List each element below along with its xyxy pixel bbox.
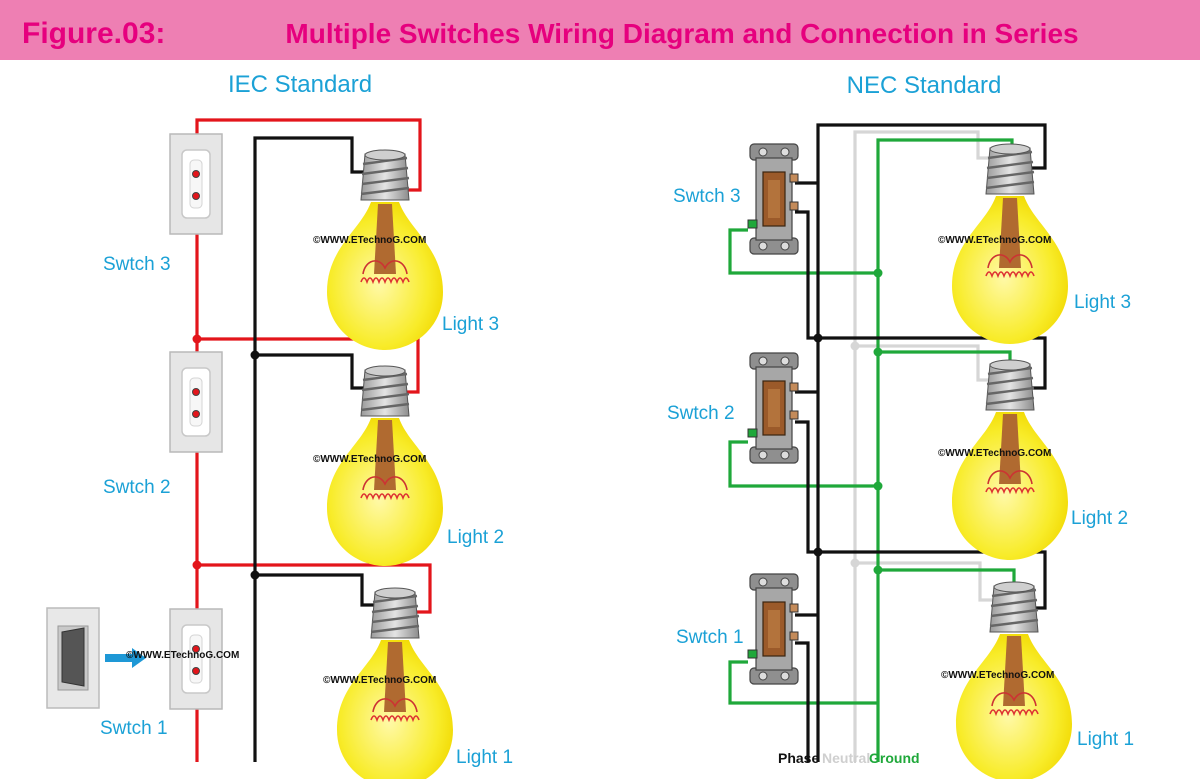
iec-switch-3[interactable] xyxy=(169,133,223,235)
iec-light-2-bulb-icon xyxy=(325,364,445,568)
figure-label: Figure.03: xyxy=(22,17,165,50)
iec-light-2-label: Light 2 xyxy=(447,527,504,548)
figure-title: Multiple Switches Wiring Diagram and Con… xyxy=(285,18,1078,49)
nec-light-2-bulb-icon xyxy=(950,358,1070,562)
iec-title: IEC Standard xyxy=(228,71,372,98)
iec-watermark-2: ©WWW.ETechnoG.COM xyxy=(313,454,426,465)
arrow-icon xyxy=(105,648,146,668)
iec-watermark-1: ©WWW.ETechnoG.COM xyxy=(323,675,436,686)
nec-junction-dots xyxy=(813,268,883,575)
nec-light-2-label: Light 2 xyxy=(1071,508,1128,529)
iec-phase-wire xyxy=(195,118,432,762)
nec-switch-2[interactable] xyxy=(747,352,799,464)
nec-switch-2-label: Swtch 2 xyxy=(667,403,735,424)
iec-watermark-switch: ©WWW.ETechnoG.COM xyxy=(126,650,239,661)
legend-neutral: Neutral xyxy=(822,750,870,766)
nec-title: NEC Standard xyxy=(847,72,1002,99)
header-band xyxy=(0,0,1200,60)
nec-watermark-1: ©WWW.ETechnoG.COM xyxy=(941,670,1054,681)
nec-watermark-2: ©WWW.ETechnoG.COM xyxy=(938,448,1051,459)
iec-switch-2-label: Swtch 2 xyxy=(103,477,171,498)
legend-phase: Phase xyxy=(778,750,819,766)
nec-watermark-3: ©WWW.ETechnoG.COM xyxy=(938,235,1051,246)
nec-switch-1-label: Swtch 1 xyxy=(676,627,744,648)
iec-switch-2[interactable] xyxy=(169,351,223,453)
iec-junction-dots xyxy=(192,334,260,580)
iec-watermark-3: ©WWW.ETechnoG.COM xyxy=(313,235,426,246)
nec-neutral-wire xyxy=(853,130,994,762)
nec-switch-1[interactable] xyxy=(747,573,799,685)
nec-switch-3-label: Swtch 3 xyxy=(673,186,741,207)
iec-light-3-bulb-icon xyxy=(325,148,445,352)
iec-switch-1-rocker[interactable] xyxy=(46,607,100,709)
nec-switch-3[interactable] xyxy=(747,143,799,255)
iec-light-1-label: Light 1 xyxy=(456,747,513,768)
legend-ground: Ground xyxy=(869,750,920,766)
iec-switch-1-label: Swtch 1 xyxy=(100,718,168,739)
nec-light-3-label: Light 3 xyxy=(1074,292,1131,313)
nec-light-1-label: Light 1 xyxy=(1077,729,1134,750)
iec-neutral-wire xyxy=(253,136,376,762)
iec-light-3-label: Light 3 xyxy=(442,314,499,335)
iec-switch-3-label: Swtch 3 xyxy=(103,254,171,275)
